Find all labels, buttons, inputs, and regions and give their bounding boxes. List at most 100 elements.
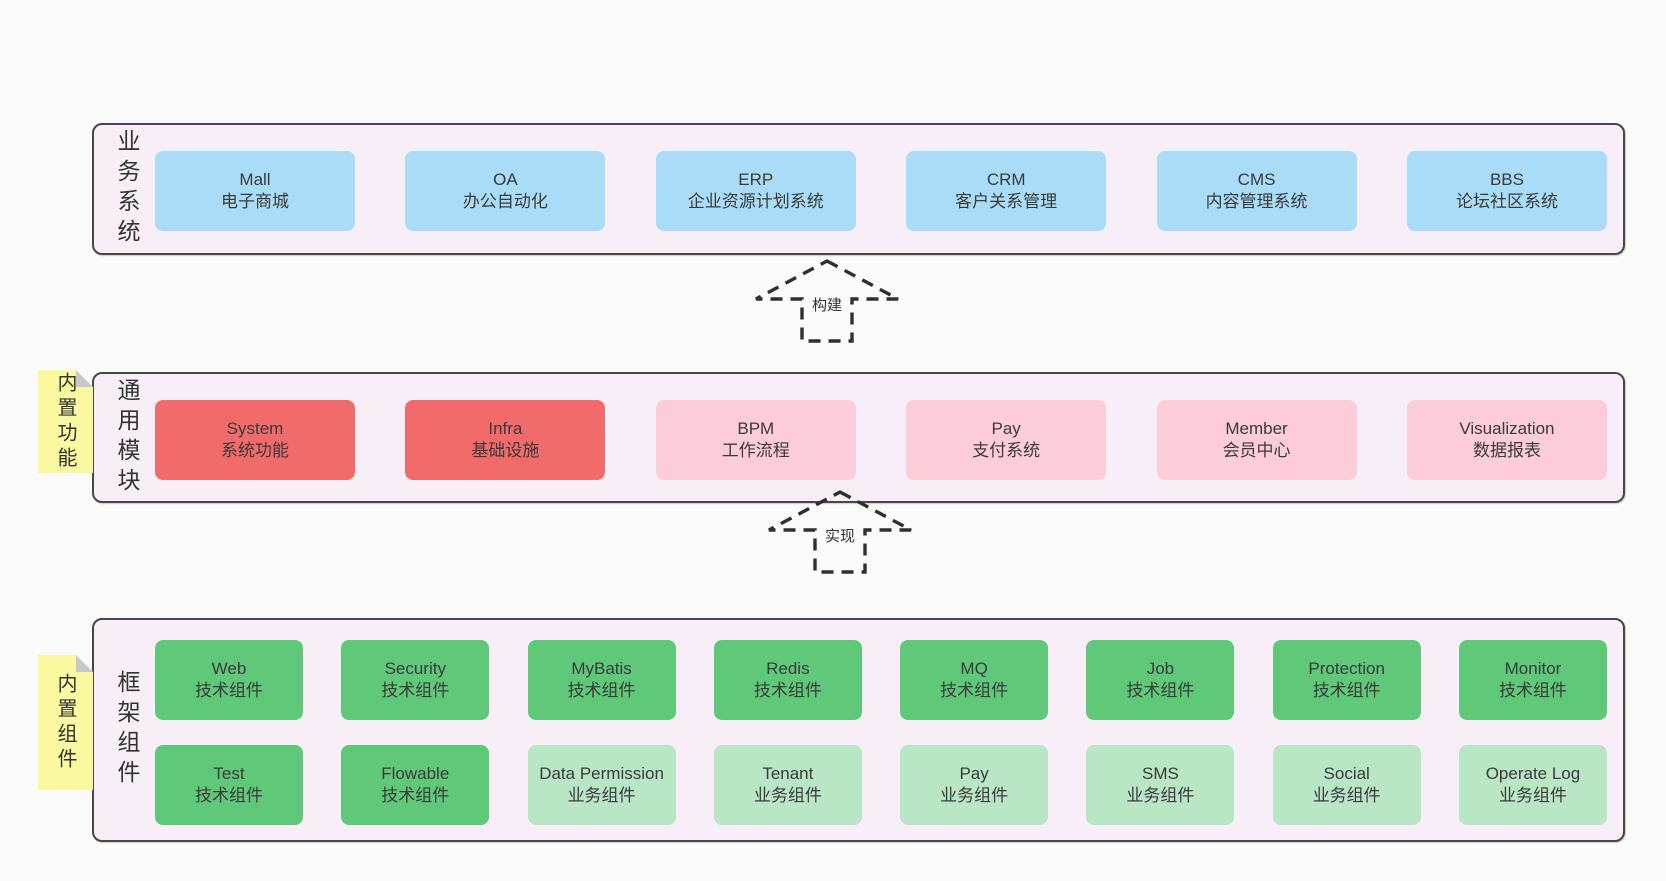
box-title: ERP [738,169,774,189]
box-pay: Pay 业务组件 [900,745,1049,825]
box-title: Job [1146,658,1175,678]
box-subtitle: 系统功能 [221,441,289,460]
box-subtitle: 技术组件 [1312,681,1381,700]
folded-corner-icon [76,370,93,387]
box-sms: SMS 业务组件 [1086,745,1235,825]
box-title: Pay [991,418,1021,438]
box-mq: MQ 技术组件 [900,640,1049,720]
sticky-note-builtin-components: 内置组件 [38,655,93,790]
dashed-up-arrow-icon [755,259,899,343]
box-title: Social [1323,763,1370,783]
box-title: CRM [986,169,1026,189]
box-bbs: BBS 论坛社区系统 [1406,151,1607,231]
box-title: BBS [1489,169,1524,189]
box-security: Security 技术组件 [341,640,490,720]
box-title: Tenant [762,763,814,783]
box-subtitle: 支付系统 [972,441,1041,460]
box-subtitle: 技术组件 [1126,681,1195,700]
section-label-business: 业务系统 [114,129,140,249]
build-arrow-label: 构建 [808,294,846,315]
box-title: Monitor [1504,658,1562,678]
box-title: Security [384,658,446,678]
box-system: System 系统功能 [155,400,355,480]
box-job: Job 技术组件 [1086,640,1235,720]
box-data-permission: Data Permission 业务组件 [527,745,676,825]
box-monitor: Monitor 技术组件 [1458,640,1607,720]
section-label-components: 框架组件 [114,670,140,790]
box-subtitle: 企业资源计划系统 [687,192,824,211]
box-test: Test 技术组件 [155,745,303,825]
box-subtitle: 基础设施 [471,441,540,460]
box-subtitle: 业务组件 [753,786,822,805]
box-title: Flowable [381,763,450,783]
box-subtitle: 业务组件 [1312,786,1381,805]
box-title: MyBatis [571,658,632,678]
box-title: MQ [960,658,988,678]
box-subtitle: 业务组件 [1126,786,1195,805]
box-erp: ERP 企业资源计划系统 [655,151,856,231]
box-title: System [226,418,284,438]
box-title: Pay [959,763,989,783]
box-title: Infra [488,418,523,438]
box-tenant: Tenant 业务组件 [713,745,862,825]
box-subtitle: 工作流程 [721,441,790,460]
box-subtitle: 客户关系管理 [955,192,1058,211]
box-flowable: Flowable 技术组件 [341,745,490,825]
box-title: Mall [239,169,271,189]
folded-corner-icon [76,655,93,672]
box-mall: Mall 电子商城 [155,151,355,231]
dashed-up-arrow-icon [768,490,912,574]
note-text: 内置功能 [54,371,76,472]
box-title: Protection [1308,658,1385,678]
box-subtitle: 技术组件 [567,681,636,700]
box-title: OA [493,169,518,189]
box-subtitle: 技术组件 [381,786,450,805]
box-web: Web 技术组件 [155,640,303,720]
box-subtitle: 技术组件 [940,681,1009,700]
note-text: 内置组件 [54,672,76,773]
sticky-note-builtin-features: 内置功能 [38,370,93,473]
box-protection: Protection 技术组件 [1272,640,1421,720]
box-title: Member [1225,418,1288,438]
implement-arrow-label: 实现 [821,525,859,546]
box-title: Redis [766,658,810,678]
box-title: Visualization [1459,418,1555,438]
box-subtitle: 技术组件 [381,681,450,700]
box-title: Data Permission [539,763,664,783]
box-title: SMS [1141,763,1179,783]
box-pay: Pay 支付系统 [906,400,1107,480]
box-title: Operate Log [1485,763,1581,783]
build-arrow: 构建 [752,258,902,344]
box-subtitle: 内容管理系统 [1205,192,1308,211]
box-subtitle: 电子商城 [221,192,289,211]
box-title: BPM [737,418,775,438]
box-subtitle: 技术组件 [195,786,263,805]
box-mybatis: MyBatis 技术组件 [527,640,676,720]
box-subtitle: 业务组件 [1498,786,1567,805]
box-subtitle: 业务组件 [567,786,636,805]
box-operate-log: Operate Log 业务组件 [1458,745,1607,825]
box-subtitle: 技术组件 [195,681,263,700]
box-title: Test [213,763,245,783]
box-crm: CRM 客户关系管理 [906,151,1107,231]
section-label-modules: 通用模块 [114,377,140,498]
box-subtitle: 业务组件 [940,786,1009,805]
panel-common-modules: 通用模块 System 系统功能 Infra 基础设施 BPM 工作流程 Pay 支付系统 Me… [92,372,1625,503]
panel-framework-components: 框架组件 Web 技术组件 Security 技术组件 MyBatis 技术组件 Redis… [92,618,1625,842]
box-subtitle: 技术组件 [1498,681,1567,700]
box-subtitle: 论坛社区系统 [1455,192,1558,211]
box-infra: Infra 基础设施 [405,400,606,480]
box-title: Web [211,658,247,678]
implement-arrow: 实现 [765,489,915,575]
